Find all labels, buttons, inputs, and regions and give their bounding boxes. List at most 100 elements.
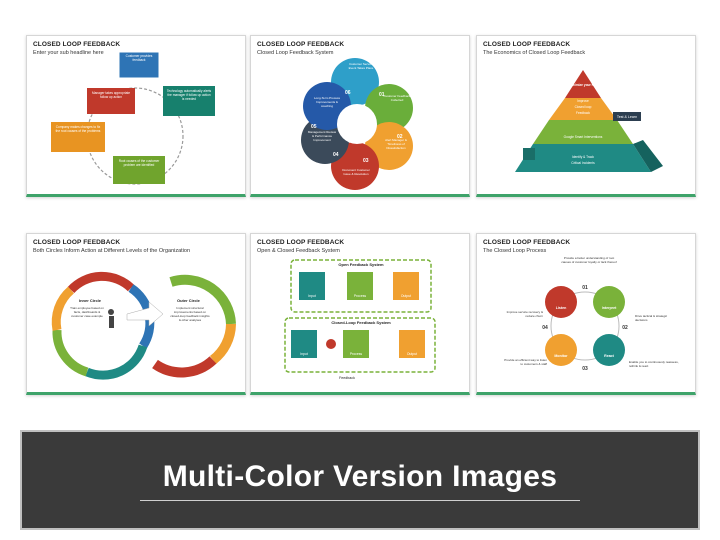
level-text: Identify & Track [572,155,594,159]
node-label: Input [300,352,308,356]
slide-title: CLOSED LOOP FEEDBACK [257,41,345,48]
outer-circle-label: Outer Circle [177,298,201,303]
step-number: 03 [582,366,588,372]
inner-arc-teal [85,344,148,380]
box-text: Manager takes appropriate follow up acti… [91,91,131,99]
open-system-label: Open Feedback System [338,262,384,267]
segment-text: Document Customer Issue & Resolution [342,168,370,176]
segment-number: 04 [333,152,339,158]
pyramid-level-2 [549,98,617,120]
node-label: Output [407,352,417,356]
center-circle [337,104,377,144]
input-node [291,330,317,358]
segment-text: Alert Manager & Timeliness of Dissatisfa… [385,138,407,150]
segment-number: 03 [363,158,369,164]
people-icon [523,148,535,160]
segment-number: 01 [379,92,385,98]
level-text: Maximize your ROI [569,83,598,87]
pyramid-level-3 [533,120,633,144]
process-node [343,330,369,358]
monitor-circle [545,334,577,366]
pyramid-diagram: Test & Learn Maximize your ROI Improve C… [515,70,663,172]
inner-circle-label: Inner Circle [79,298,102,303]
step-name: Interpret [602,306,617,310]
slide-thumbnail-6[interactable]: CLOSED LOOP FEEDBACK The Closed Loop Pro… [476,233,696,395]
level-text: Google Smart Interventions [564,135,603,139]
slide-subtitle: Open & Closed Feedback System [257,248,340,254]
outer-circle-text: Implement structural improvements based … [170,306,210,322]
level-text: Feedback [576,111,590,115]
two-circles-diagram: Inner Circle Outer Circle Train employee… [51,271,236,380]
output-node [399,330,425,358]
slide-thumbnail-2[interactable]: CLOSED LOOP FEEDBACK Closed Loop Feedbac… [250,35,470,197]
listen-circle [545,286,577,318]
outer-arc-orange [209,323,236,364]
note-text: Enable you to continuously reassess, ret… [629,360,679,368]
node-label: Process [354,294,367,298]
closed-system-frame [284,317,436,373]
step-number: 01 [582,285,588,291]
segment-number: 05 [311,124,317,130]
person-body [109,316,114,328]
closed-loop-cycle-diagram: Customer provides feedback Technology au… [51,51,215,185]
slide-thumbnail-4[interactable]: CLOSED LOOP FEEDBACK Both Circles Inform… [26,233,246,395]
slide-title: CLOSED LOOP FEEDBACK [33,239,121,246]
feedback-label: Feedback [339,376,355,380]
slide-title: CLOSED LOOP FEEDBACK [483,41,571,48]
box-red [87,88,135,114]
node-label: Input [308,294,316,298]
interpret-circle [593,286,625,318]
input-node [299,272,325,300]
six-segment-flower-diagram: 01 02 03 04 05 06 Customer Service Event… [301,58,413,190]
box-teal [163,86,215,116]
slide-subtitle: The Economics of Closed Loop Feedback [483,50,586,56]
outer-arc-green [169,274,236,325]
inner-arc-green [52,329,89,377]
process-ring [550,291,620,361]
step-name: React [604,354,615,358]
slide-subtitle: Closed Loop Feedback System [257,50,334,56]
process-node [347,272,373,300]
inner-circle-text: Train employee based on facts, dashboard… [70,306,104,318]
slide-thumbnail-5[interactable]: CLOSED LOOP FEEDBACK Open & Closed Feedb… [250,233,470,395]
slide-subtitle: Both Circles Inform Action at Different … [33,248,191,254]
slide-thumbnail-1[interactable]: CLOSED LOOP FEEDBACK Enter your sub head… [26,35,246,197]
step-name: Monitor [554,354,568,358]
level-text: Closed loop [575,105,592,109]
segment-text: Customer Feedback Collected [383,94,411,102]
box-text: Root causes of the customer problem are … [118,159,160,167]
slide-title: CLOSED LOOP FEEDBACK [33,41,121,48]
box-green [113,156,165,184]
petal-02 [365,84,413,132]
segment-text: Long-Term Process Improvements & coachin… [313,96,340,108]
feedback-junction-icon [326,339,336,349]
note-text: Drive tactical & strategic decisions [635,314,668,322]
closed-loop-process-diagram: Listen Interpret React Monitor 01 02 03 … [504,256,679,372]
callout-text: Test & Learn [617,115,637,119]
slide-thumbnail-3[interactable]: CLOSED LOOP FEEDBACK The Economics of Cl… [476,35,696,197]
box-text: Technology automatically alerts the mana… [166,89,212,101]
box-text: Company makes changes to fix the root ca… [55,125,101,133]
slide-subtitle: The Closed Loop Process [483,248,547,254]
box-text: Customer provides feedback [125,54,153,62]
open-closed-system-diagram: Open Feedback System Input Process Outpu… [284,259,436,380]
segment-text: Management Review & Performance Improvem… [307,130,337,142]
slide-title: CLOSED LOOP FEEDBACK [257,239,345,246]
outer-arc-red [152,356,217,378]
pyramid-level-1 [565,70,601,98]
output-node [393,272,419,300]
level-text: Improve [577,99,589,103]
step-number: 02 [622,325,628,331]
inner-arc-orange [51,286,75,331]
segment-number: 06 [345,90,351,96]
closed-system-label: Closed-Loop Feedback System [331,320,391,325]
level-text: Critical Incidents [571,161,595,165]
note-text: Improve service recovery & reduce churn [506,310,543,318]
note-text: Provide an efficient way to listen to cu… [504,358,547,366]
callout-box [613,112,641,121]
open-system-frame [290,259,432,313]
node-label: Output [401,294,411,298]
slide-subtitle: Enter your sub headline here [33,50,104,56]
pyramid-side [633,140,663,172]
segment-text: Customer Service Event Takes Place [348,62,374,70]
